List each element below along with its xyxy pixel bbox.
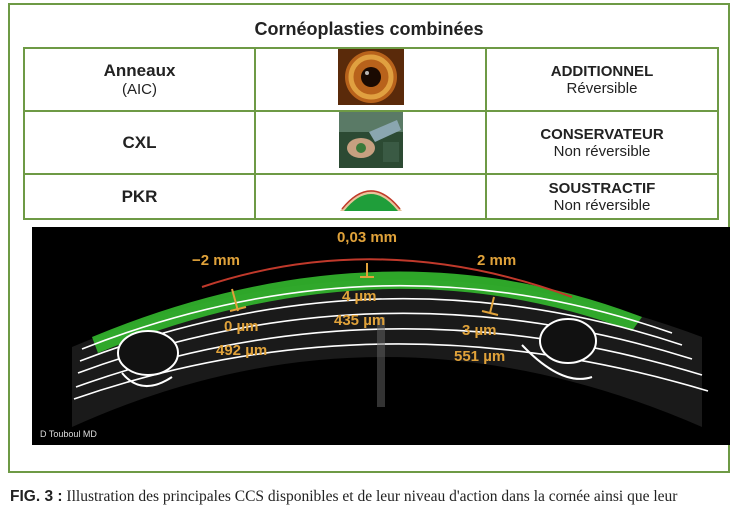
level-label: CONSERVATEUR [540,125,664,143]
level-cell: SOUSTRACTIF Non réversible [484,173,720,220]
level-label: ADDITIONNEL [550,62,654,80]
caption-text: Illustration des principales CCS disponi… [62,488,678,505]
label-center-um: 4 µm [342,288,377,305]
technique-subtitle: (AIC) [122,81,158,98]
technique-name: CXL [122,132,157,152]
technique-name: Anneaux [103,61,176,80]
right-ring-section [539,318,597,364]
reversibility-label: Réversible [566,79,638,97]
level-cell: CONSERVATEUR Non réversible [484,110,720,175]
label-center-thickness: 435 µm [334,312,385,329]
iris-ring-photo-icon [337,49,404,105]
left-ring-section [117,330,179,376]
level-label: SOUSTRACTIF [548,179,656,197]
technique-cell: Anneaux (AIC) [22,47,257,112]
reversibility-label: Non réversible [553,142,651,160]
crosslinking-procedure-photo-icon [338,112,403,168]
ccs-table: Anneaux (AIC) ADDITIONNEL Réversible CXL [22,47,720,220]
caption-label: FIG. 3 : [10,488,63,505]
label-right-thickness: 551 µm [454,348,505,365]
label-right-um: 3 µm [462,322,497,339]
table-row: Anneaux (AIC) ADDITIONNEL Réversible [22,47,720,112]
image-credit: D Touboul MD [40,429,97,439]
technique-cell: CXL [22,110,257,175]
image-cell [254,47,487,112]
label-left-thickness: 492 µm [216,342,267,359]
surface-line [201,258,573,298]
technique-cell: PKR [22,173,257,220]
label-right-mm: 2 mm [477,252,516,269]
figure-caption: FIG. 3 : Illustration des principales CC… [10,488,740,506]
table-row: PKR SOUSTRACTIF Non réversible [22,173,720,220]
cornea-ablation-diagram-icon [339,190,402,211]
table-row: CXL CONSERVATEUR Non réversible [22,110,720,175]
figure-box: Cornéoplasties combinées Anneaux (AIC) A… [8,3,730,473]
level-cell: ADDITIONNEL Réversible [484,47,720,112]
oct-scan-graphic: 0,03 mm −2 mm 2 mm 0 µm 492 µm 4 µm 435 … [32,227,730,445]
label-left-mm: −2 mm [192,252,240,269]
label-left-um: 0 µm [224,318,259,335]
label-top-mm: 0,03 mm [337,229,397,246]
box-title: Cornéoplasties combinées [254,19,484,39]
image-cell [254,173,487,220]
technique-name: PKR [121,186,158,206]
reversibility-label: Non réversible [553,196,651,214]
measurement-markers [229,263,499,316]
image-cell [254,110,487,175]
oct-scan-image: 0,03 mm −2 mm 2 mm 0 µm 492 µm 4 µm 435 … [32,227,730,445]
